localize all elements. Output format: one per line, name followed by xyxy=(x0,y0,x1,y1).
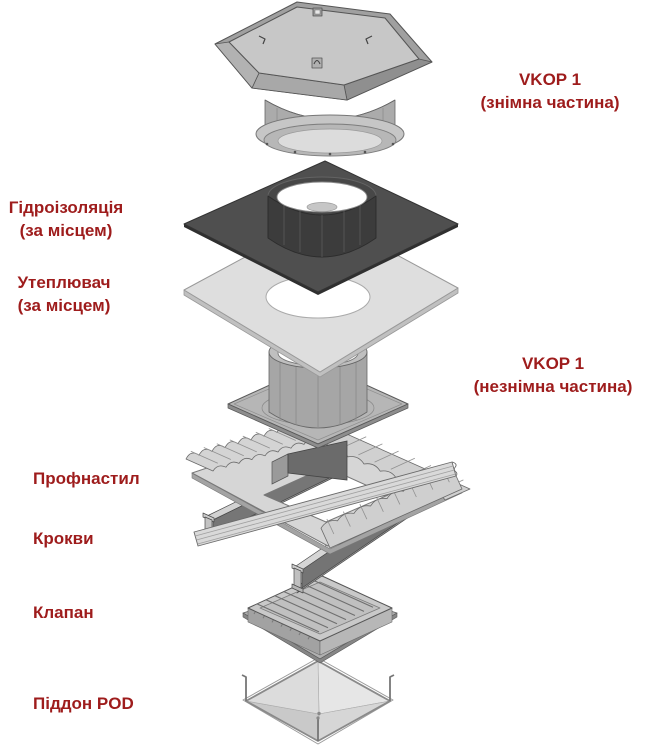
label-line: VKOP 1 xyxy=(518,70,582,89)
label-valve: Клапан xyxy=(33,603,94,622)
corrugated-deck-frame xyxy=(185,424,471,555)
label-line: (за місцем) xyxy=(19,221,113,240)
label-line: (незнімна частина) xyxy=(473,377,633,396)
vkop1-removable-cap xyxy=(214,1,433,157)
label-line: (знімна частина) xyxy=(480,93,620,112)
tray-pod xyxy=(241,657,395,745)
label-waterproofing: Гідроізоляція (за місцем) xyxy=(0,196,132,242)
label-line: VKOP 1 xyxy=(521,354,585,373)
label-line: (за місцем) xyxy=(17,296,111,315)
label-rafters: Крокви xyxy=(33,529,94,548)
label-tray: Піддон POD xyxy=(33,694,134,713)
label-vkop1-removable: VKOP 1 (знімна частина) xyxy=(440,68,660,114)
waterproofing-sheet xyxy=(183,160,459,295)
duct-lower-section xyxy=(271,440,348,485)
label-corrugated-sheet: Профнастил xyxy=(33,469,140,488)
louvered-valve xyxy=(242,574,398,664)
label-vkop1-fixed: VKOP 1 (незнімна частина) xyxy=(446,352,660,398)
label-line: Гідроізоляція xyxy=(8,198,124,217)
label-insulation: Утеплювач (за місцем) xyxy=(0,271,128,317)
label-line: Утеплювач xyxy=(17,273,111,292)
